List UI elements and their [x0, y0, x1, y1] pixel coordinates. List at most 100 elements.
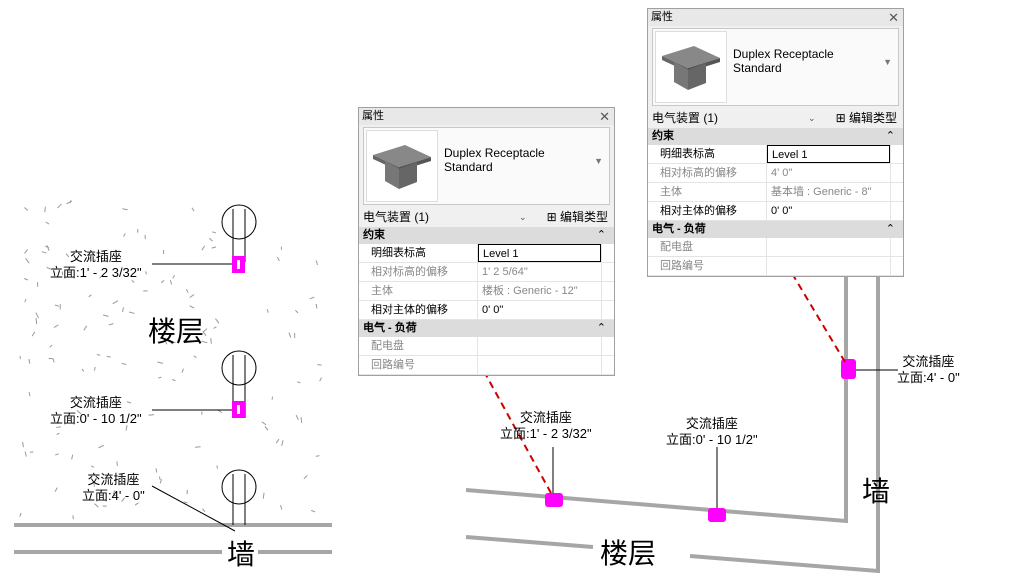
floor-label: 楼层	[148, 316, 205, 347]
property-value[interactable]: Level 1	[767, 145, 890, 163]
collapse-icon[interactable]: ⌃	[596, 229, 606, 241]
wall-label-3d: 墙	[862, 476, 891, 507]
property-label: 配电盘	[359, 337, 478, 355]
hatch-mark	[202, 331, 207, 336]
scrollbar[interactable]	[601, 356, 614, 374]
edit-type-button[interactable]: ⊞ 编辑类型	[546, 210, 608, 224]
hatch-mark	[122, 307, 124, 313]
property-label: 明细表标高	[648, 145, 767, 163]
scrollbar[interactable]	[890, 164, 903, 182]
hatch-mark	[121, 497, 126, 502]
hatch-mark	[96, 354, 101, 356]
group-constraints[interactable]: 约束⌃	[648, 128, 903, 145]
hatch-mark	[24, 207, 29, 211]
hatch-mark	[22, 441, 24, 448]
hatch-mark	[145, 271, 148, 275]
receptacle-highlight	[545, 493, 563, 507]
hatch-mark	[90, 465, 95, 468]
hatch-mark	[81, 368, 85, 372]
close-icon[interactable]: ✕	[599, 109, 610, 124]
hatch-mark	[57, 203, 62, 209]
scrollbar[interactable]	[890, 202, 903, 220]
group-electrical-loads[interactable]: 电气 - 负荷⌃	[648, 221, 903, 238]
hatch-mark	[310, 509, 316, 513]
chevron-down-icon[interactable]: ⌄	[808, 113, 816, 123]
hatch-mark	[189, 305, 195, 309]
category-filter[interactable]: 电气装置 (1)	[363, 210, 430, 224]
hatch-mark	[319, 377, 322, 382]
hatch-mark	[52, 358, 55, 363]
hatch-mark	[281, 440, 284, 447]
property-label: 明细表标高	[359, 244, 478, 262]
category-filter[interactable]: 电气装置 (1)	[652, 111, 719, 125]
scrollbar[interactable]	[601, 301, 614, 319]
hatch-mark	[54, 304, 60, 307]
scrollbar[interactable]	[601, 244, 614, 262]
hatch-mark	[76, 410, 82, 415]
edit-type-button[interactable]: ⊞ 编辑类型	[835, 111, 897, 125]
hatch-mark	[157, 361, 163, 364]
property-value[interactable]: 0' 0"	[771, 205, 793, 217]
hatch-mark	[215, 318, 220, 324]
hatch-mark	[112, 300, 119, 305]
property-value	[767, 257, 890, 275]
hatch-mark	[24, 249, 28, 254]
hatch-mark	[266, 309, 269, 313]
property-value[interactable]: Level 1	[478, 244, 601, 262]
collapse-icon[interactable]: ⌃	[596, 322, 606, 334]
type-name: Standard	[733, 61, 782, 75]
scrollbar[interactable]	[601, 282, 614, 300]
scrollbar[interactable]	[601, 263, 614, 281]
hatch-mark	[194, 446, 201, 448]
hatch-mark	[315, 260, 318, 266]
receptacle-symbol	[221, 204, 257, 240]
property-row: 配电盘	[359, 337, 614, 356]
property-row: 配电盘	[648, 238, 903, 257]
collapse-icon[interactable]: ⌃	[885, 223, 895, 235]
group-constraints[interactable]: 约束⌃	[359, 227, 614, 244]
scrollbar[interactable]	[890, 238, 903, 256]
hatch-mark	[155, 468, 158, 473]
scrollbar[interactable]	[601, 337, 614, 355]
property-label: 主体	[648, 183, 767, 201]
hatch-mark	[83, 325, 88, 331]
hatch-mark	[98, 444, 105, 449]
chevron-down-icon: ▼	[594, 156, 603, 166]
hatch-mark	[191, 207, 195, 212]
hatch-mark	[201, 508, 206, 513]
hatch-mark	[169, 280, 173, 285]
panel-title: 属性	[651, 11, 673, 23]
property-label: 主体	[359, 282, 478, 300]
property-label: 相对主体的偏移	[359, 301, 478, 319]
hatch-mark	[193, 355, 197, 359]
hatch-mark	[88, 255, 92, 260]
receptacle-thumbnail	[655, 31, 727, 103]
property-label: 相对标高的偏移	[648, 164, 767, 182]
hatch-mark	[202, 328, 208, 333]
hatch-mark	[148, 414, 155, 416]
group-electrical-loads[interactable]: 电气 - 负荷⌃	[359, 320, 614, 337]
callout-right-1: 交流插座立面:1' - 2 3/32"	[500, 410, 592, 441]
hatch-mark	[315, 455, 320, 457]
collapse-icon[interactable]: ⌃	[885, 130, 895, 142]
close-icon[interactable]: ✕	[888, 10, 899, 25]
scrollbar[interactable]	[890, 257, 903, 275]
property-value[interactable]: 0' 0"	[482, 304, 504, 316]
property-value: 楼板 : Generic - 12"	[482, 285, 578, 297]
hatch-mark	[209, 237, 213, 242]
hatch-mark	[300, 416, 303, 423]
scrollbar[interactable]	[890, 183, 903, 201]
property-label: 配电盘	[648, 238, 767, 256]
hatch-mark	[261, 421, 267, 426]
scrollbar[interactable]	[890, 145, 903, 163]
hatch-mark	[56, 426, 61, 428]
hatch-mark	[158, 376, 162, 379]
hatch-mark	[46, 266, 52, 270]
chevron-down-icon[interactable]: ⌄	[519, 212, 527, 222]
hatch-mark	[276, 256, 280, 262]
